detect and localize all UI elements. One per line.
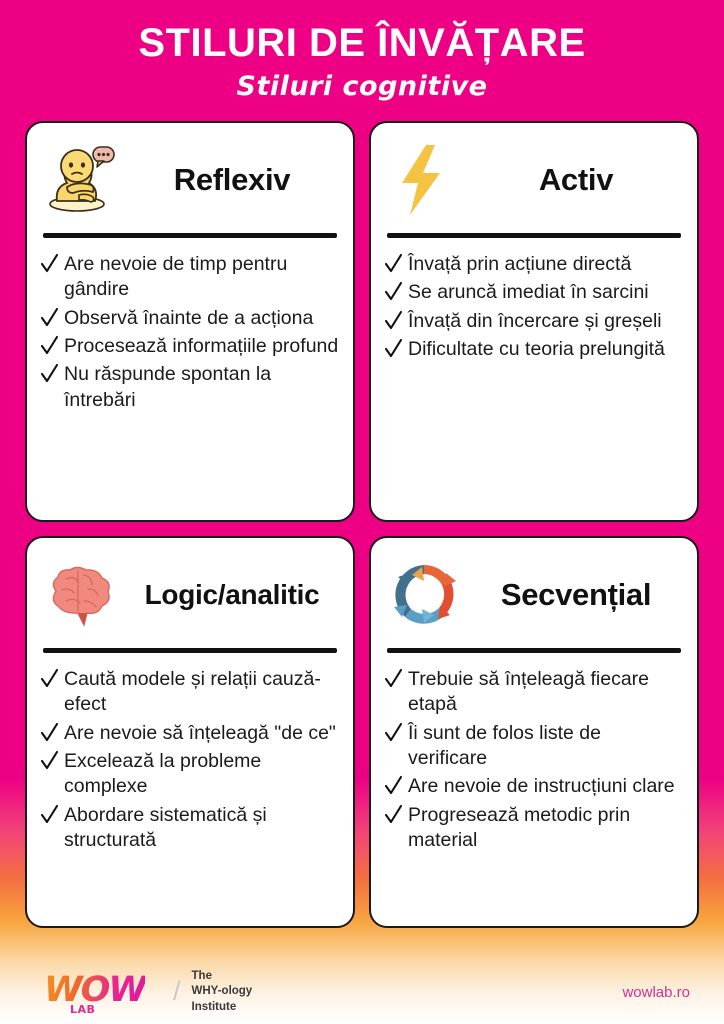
brand-lockup: WOW LAB / The WHY-ology Institute [44,969,253,1016]
list-item: Se aruncă imediat în sarcini [385,280,683,305]
check-icon [41,750,58,775]
card-header: Secvențial [385,552,683,638]
card-title: Logic/analitic [144,578,320,610]
list-item: Procesează informațiile profund [41,334,339,359]
card-secvential: Secvențial Trebuie să înțeleagă fiecare … [369,536,699,928]
list-item-text: Îi sunt de folos liste de verificare [408,721,601,770]
card-feature-list: Are nevoie de timp pentru gândire Observ… [41,252,339,413]
brand-divider-slash: / [173,976,181,1007]
list-item-text: Are nevoie să înțeleagă "de ce" [64,721,336,744]
lightning-bolt-icon [385,141,463,219]
card-header: Reflexiv [41,137,339,223]
list-item-text: Trebuie să înțeleagă fiecare etapă [408,668,650,716]
card-activ: Activ Învață prin acțiune directă Se aru… [369,121,699,522]
list-item: Caută modele și relații cauză-efect [41,667,339,718]
check-icon [41,722,58,747]
check-icon [385,281,402,306]
wowlab-wordmark: WOW [44,969,147,1010]
list-item-text: Învață din încercare și greșeli [408,309,662,332]
card-title: Reflexiv [173,161,291,197]
list-item: Are nevoie de timp pentru gândire [41,252,339,303]
page-subtitle: Stiluri cognitive [236,71,488,102]
card-feature-list: Trebuie să înțeleagă fiecare etapă Îi su… [385,667,683,853]
learning-styles-grid: Reflexiv Are nevoie de timp pentru gândi… [0,112,724,928]
list-item: Excelează la probleme complexe [41,749,339,800]
card-divider [387,233,681,238]
check-icon [385,804,402,829]
card-header: Activ [385,137,683,223]
check-icon [385,775,402,800]
card-feature-list: Învață prin acțiune directă Se aruncă im… [385,252,683,362]
list-item-text: Nu răspunde spontan la întrebări [64,363,272,411]
list-item: Învață prin acțiune directă [385,252,683,277]
list-item-text: Progresează metodic prin material [408,803,631,852]
list-item: Abordare sistematică și structurată [41,803,339,854]
list-item: Are nevoie să înțeleagă "de ce" [41,721,339,746]
institute-name: The WHY-ology Institute [192,969,253,1015]
list-item-text: Are nevoie de timp pentru gândire [64,253,288,301]
list-item-text: Procesează informațiile profund [64,335,339,358]
institute-line-2: WHY-ology [191,985,253,998]
list-item-text: Abordare sistematică și structurată [64,803,267,852]
wowlab-sublabel: LAB [70,1002,96,1016]
brain-icon [41,556,119,634]
check-icon [385,338,402,363]
list-item-text: Are nevoie de instrucțiuni clare [408,775,675,798]
poster-footer: WOW LAB / The WHY-ology Institute wowlab… [0,960,724,1024]
list-item: Observă înainte de a acționa [41,306,339,331]
list-item-text: Dificultate cu teoria prelungită [408,338,665,361]
cycle-arrows-icon [385,556,463,634]
list-item-text: Caută modele și relații cauză-efect [64,668,321,716]
institute-line-3: Institute [191,1000,237,1013]
check-icon [41,307,58,332]
wowlab-logo: WOW LAB [44,969,162,1016]
website-url[interactable]: wowlab.ro [622,983,690,1001]
list-item: Trebuie să înțeleagă fiecare etapă [385,667,683,718]
card-header: Logic/analitic [41,552,339,638]
card-divider [43,648,337,653]
list-item: Are nevoie de instrucțiuni clare [385,774,683,799]
card-feature-list: Caută modele și relații cauză-efect Are … [41,667,339,853]
institute-line-1: The [191,970,212,983]
list-item-text: Se aruncă imediat în sarcini [408,281,649,304]
list-item: Dificultate cu teoria prelungită [385,337,683,362]
page-title: STILURI DE ÎNVĂȚARE [138,21,586,65]
card-title: Secvențial [500,576,652,612]
list-item-text: Învață prin acțiune directă [408,253,632,275]
check-icon [41,253,58,278]
card-divider [387,648,681,653]
card-divider [43,233,337,238]
list-item: Învață din încercare și greșeli [385,309,683,334]
check-icon [385,722,402,747]
check-icon [41,804,58,829]
check-icon [385,253,402,278]
check-icon [41,335,58,360]
check-icon [385,668,402,693]
card-logic-analitic: Logic/analitic Caută modele și relații c… [25,536,355,928]
list-item-text: Observă înainte de a acționa [64,306,314,329]
list-item-text: Excelează la probleme complexe [64,750,262,798]
poster-header: STILURI DE ÎNVĂȚARE Stiluri cognitive [0,0,724,112]
check-icon [385,310,402,335]
check-icon [41,363,58,388]
list-item: Îi sunt de folos liste de verificare [385,721,683,772]
card-reflexiv: Reflexiv Are nevoie de timp pentru gândi… [25,121,355,522]
card-title: Activ [538,161,614,197]
list-item: Progresează metodic prin material [385,803,683,854]
thinking-person-icon [41,141,119,219]
check-icon [41,668,58,693]
list-item: Nu răspunde spontan la întrebări [41,362,339,413]
